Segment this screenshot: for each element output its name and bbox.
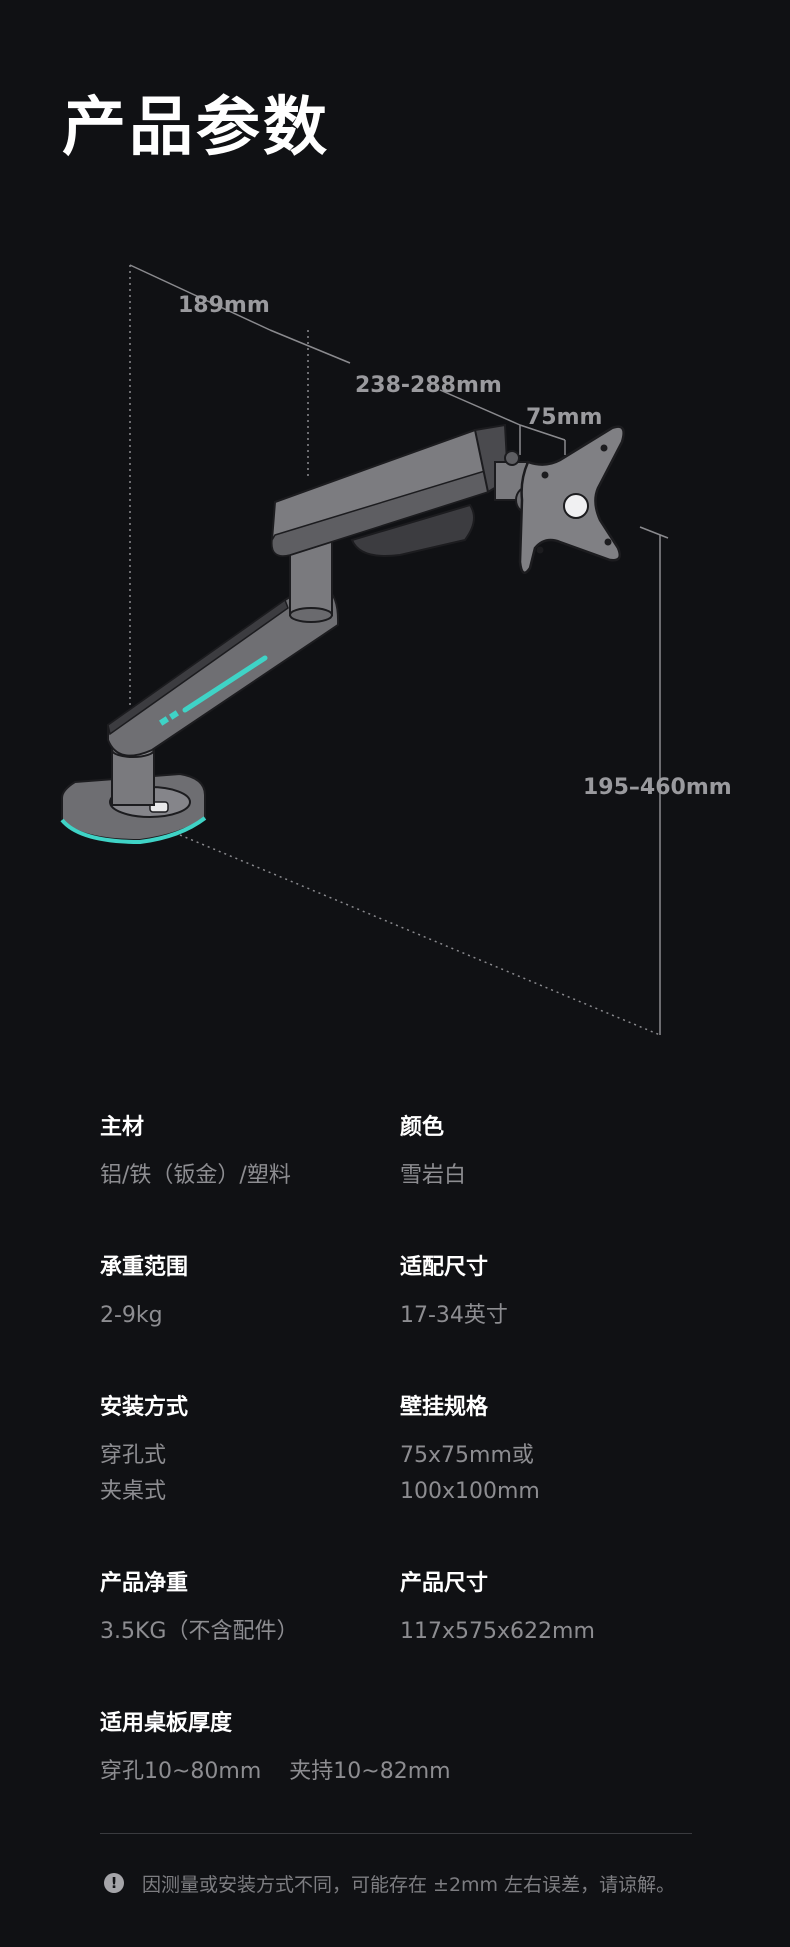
spec-value: 穿孔式 夹桌式 bbox=[100, 1438, 400, 1510]
spec-value: 雪岩白 bbox=[400, 1163, 467, 1188]
spec-desk-thickness: 适用桌板厚度 穿孔10~80mm 夹持10~82mm bbox=[100, 1708, 700, 1848]
spec-label: 安装方式 bbox=[100, 1395, 189, 1420]
depth-dimension-label: 189mm bbox=[178, 293, 270, 318]
spec-label: 产品净重 bbox=[100, 1571, 189, 1596]
spec-material: 主材 铝/铁（钣金）/塑料 bbox=[100, 1112, 400, 1252]
dimension-lines bbox=[129, 264, 669, 1036]
spec-value: 铝/铁（钣金）/塑料 bbox=[100, 1163, 291, 1188]
spec-value-line: 夹桌式 bbox=[100, 1479, 167, 1504]
spec-row: 安装方式 穿孔式 夹桌式 壁挂规格 75x75mm或 100x100mm bbox=[100, 1392, 700, 1568]
spec-value-line: 穿孔式 bbox=[100, 1443, 167, 1468]
spec-product-size: 产品尺寸 117x575x622mm bbox=[400, 1568, 700, 1708]
spec-grid: 主材 铝/铁（钣金）/塑料 颜色 雪岩白 承重范围 2-9kg 适配尺寸 17-… bbox=[100, 1112, 700, 1848]
lower-arm bbox=[107, 586, 340, 757]
tolerance-note: ! 因测量或安装方式不同，可能存在 ±2mm 左右误差，请谅解。 bbox=[104, 1868, 675, 1898]
spec-value-line: 穿孔10~80mm bbox=[100, 1759, 262, 1784]
divider bbox=[100, 1833, 692, 1834]
spec-value-line: 75x75mm或 bbox=[400, 1443, 534, 1468]
spec-value: 75x75mm或 100x100mm bbox=[400, 1438, 700, 1510]
spec-label: 壁挂规格 bbox=[400, 1395, 489, 1420]
spec-label: 适配尺寸 bbox=[400, 1255, 489, 1280]
alert-icon: ! bbox=[104, 1873, 124, 1893]
spec-label: 颜色 bbox=[400, 1115, 445, 1140]
spec-label: 产品尺寸 bbox=[400, 1571, 489, 1596]
upper-arm bbox=[270, 423, 510, 557]
spec-row: 主材 铝/铁（钣金）/塑料 颜色 雪岩白 bbox=[100, 1112, 700, 1252]
head-length-dimension-label: 75mm bbox=[526, 405, 602, 430]
note-text: 因测量或安装方式不同，可能存在 ±2mm 左右误差，请谅解。 bbox=[142, 1873, 676, 1896]
spec-screen-size: 适配尺寸 17-34英寸 bbox=[400, 1252, 700, 1392]
spec-label: 适用桌板厚度 bbox=[100, 1711, 233, 1736]
spec-value: 穿孔10~80mm 夹持10~82mm bbox=[100, 1754, 700, 1790]
spec-row: 产品净重 3.5KG（不含配件） 产品尺寸 117x575x622mm bbox=[100, 1568, 700, 1708]
spec-color: 颜色 雪岩白 bbox=[400, 1112, 700, 1252]
spec-value: 2-9kg bbox=[100, 1303, 163, 1328]
monitor-arm-diagram: 189mm 238-288mm 75mm 195–460mm bbox=[60, 264, 732, 1036]
spec-label: 承重范围 bbox=[100, 1255, 189, 1280]
spec-row: 适用桌板厚度 穿孔10~80mm 夹持10~82mm bbox=[100, 1708, 700, 1848]
spec-value: 17-34英寸 bbox=[400, 1303, 508, 1328]
spec-value: 3.5KG（不含配件） bbox=[100, 1619, 299, 1644]
spec-load: 承重范围 2-9kg bbox=[100, 1252, 400, 1392]
arm-length-dimension-label: 238-288mm bbox=[355, 373, 502, 398]
spec-value-line: 100x100mm bbox=[400, 1479, 540, 1504]
vesa-plate bbox=[518, 425, 625, 575]
spec-row: 承重范围 2-9kg 适配尺寸 17-34英寸 bbox=[100, 1252, 700, 1392]
spec-vesa: 壁挂规格 75x75mm或 100x100mm bbox=[400, 1392, 700, 1568]
spec-label: 主材 bbox=[100, 1115, 145, 1140]
height-dimension-label: 195–460mm bbox=[583, 775, 732, 800]
spec-value: 117x575x622mm bbox=[400, 1619, 595, 1644]
spec-net-weight: 产品净重 3.5KG（不含配件） bbox=[100, 1568, 400, 1708]
page-title: 产品参数 bbox=[62, 91, 330, 165]
spec-install: 安装方式 穿孔式 夹桌式 bbox=[100, 1392, 400, 1568]
spec-value-line: 夹持10~82mm bbox=[289, 1759, 451, 1784]
